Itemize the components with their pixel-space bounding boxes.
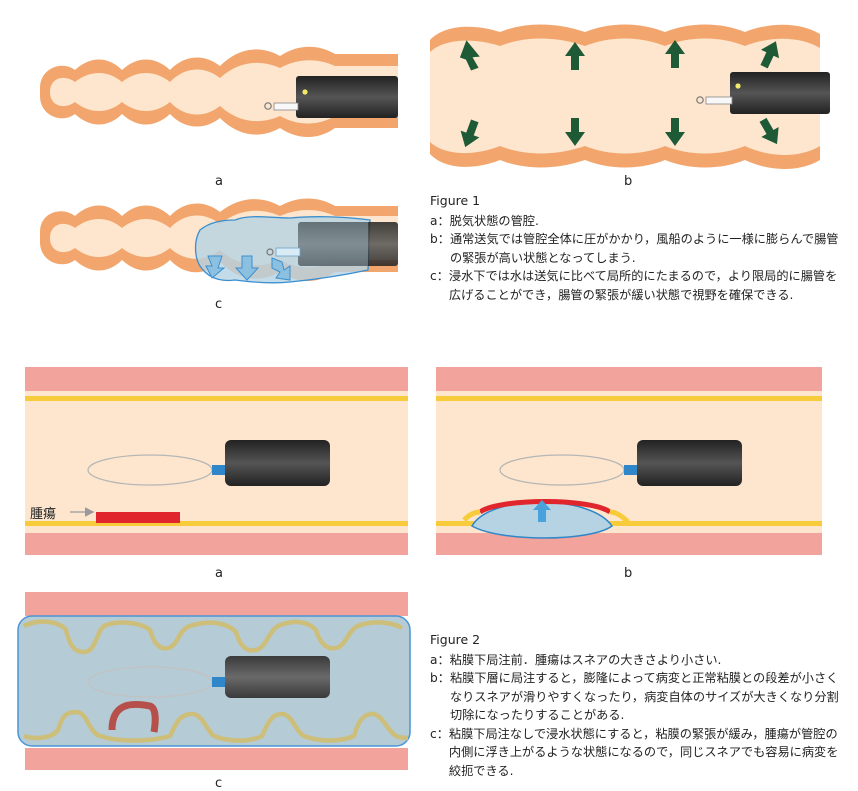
fig1b-arrow-down-3 (665, 118, 685, 146)
fig2a-snare-sheath (212, 465, 228, 475)
fig2-caption-item-b: b： 粘膜下層に局注すると，膨隆によって病変と正常粘膜との段差が小さくなりスネア… (430, 669, 840, 725)
fig2b-mucosa-top (436, 367, 822, 391)
fig1-caption-key-a: a： (430, 213, 450, 228)
fig1b-inflated-lumen (430, 24, 830, 169)
fig1c-water-overlay-scope (298, 222, 368, 266)
fig2-panel-label-a: a (215, 566, 223, 581)
fig1b-snare-tip (696, 96, 704, 104)
fig2-caption-text-a: 粘膜下局注前．腫瘍はスネアの大きさより小さい. (449, 652, 722, 667)
fig1c-snare-sheath (275, 247, 301, 257)
fig2-caption-key-b: b： (430, 671, 450, 685)
fig1c-underwater-lumen (40, 198, 398, 284)
fig1b-arrow-up-4 (760, 41, 780, 69)
fig1a-snare-sheath (273, 102, 299, 111)
fig1a-collapsed-lumen (40, 46, 398, 137)
fig2a-panel (25, 367, 408, 555)
fig2b-lift-arrow (533, 500, 551, 522)
fig1b-scope-body (730, 72, 830, 114)
fig2b-scope (637, 440, 742, 486)
fig1b-arrow-down-2 (565, 118, 585, 146)
fig2c-wavy-mucosa-bottom (23, 709, 409, 743)
fig2b-mucosa-bottom (436, 533, 822, 555)
fig2a-scope (225, 440, 330, 486)
fig1b-arrow-up-1 (459, 40, 480, 71)
fig2b-stripe-bottom (436, 521, 822, 526)
fig2a-mucosa-top (25, 367, 408, 391)
fig1c-snare-tip (266, 248, 274, 256)
fig2b-lifted-mucosa-stripe (462, 509, 630, 524)
fig1-caption-text-b: 通常送気では管腔全体に圧がかかり，風船のように一様に膨らんで腸管の緊張が高い状態… (449, 232, 839, 265)
fig2c-mucosa-bottom (25, 748, 408, 770)
fig2a-mucosa-bottom (25, 533, 408, 555)
fig1-caption-heading: Figure 1 (430, 193, 481, 208)
fig2-caption-text-b: 粘膜下層に局注すると，膨隆によって病変と正常粘膜との段差が小さくなりスネアが滑り… (449, 671, 839, 722)
fig1b-inner-lumen (430, 38, 820, 155)
fig1-caption-item-a: a： 脱気状態の管腔. (430, 212, 840, 231)
fig1b-pressure-arrows (459, 40, 780, 148)
fig1c-arrow-2 (234, 255, 260, 281)
fig2c-mucosa-top (25, 592, 408, 616)
fig1-caption-item-b: b： 通常送気では管腔全体に圧がかかり，風船のように一様に膨らんで腸管の緊張が高… (430, 230, 840, 267)
fig2-caption: Figure 2 a： 粘膜下局注前．腫瘍はスネアの大きさより小さい. b： 粘… (430, 631, 840, 780)
fig1a-snare-tip (264, 102, 272, 110)
fig2a-stripe-bottom (25, 521, 408, 526)
fig2c-wavy-mucosa-top (22, 619, 404, 655)
fig2-caption-heading: Figure 2 (430, 632, 481, 647)
fig2c-snare-sheath (212, 677, 228, 687)
fig2a-tumor (96, 512, 180, 523)
fig1-caption-text-a: 脱気状態の管腔. (449, 213, 539, 228)
fig1c-scope-body (298, 222, 398, 266)
fig1c-arrow-3 (271, 257, 291, 281)
fig2a-stripe-top (25, 396, 408, 401)
fig2-panel-label-b: b (624, 566, 633, 581)
fig2-caption-key-a: a： (430, 652, 450, 667)
fig1-caption: Figure 1 a： 脱気状態の管腔. b： 通常送気では管腔全体に圧がかかり… (430, 192, 840, 304)
fig2c-scope (225, 656, 330, 698)
fig2-caption-item-c: c： 粘膜下局注なしで浸水状態にすると，粘膜の緊張が緩み，腫瘍が管腔の内側に浮き… (430, 725, 840, 781)
fig1-caption-key-c: c： (430, 269, 449, 283)
fig2-caption-key-c: c： (430, 726, 449, 741)
fig1a-scope-body (296, 76, 398, 118)
fig2b-snare-sheath (624, 465, 640, 475)
fig1-panel-label-a: a (215, 174, 223, 189)
fig1-panel-label-b: b (624, 174, 633, 189)
fig1a-scope-light (302, 89, 308, 95)
fig1b-arrow-down-1 (460, 119, 480, 148)
fig2-caption-item-a: a： 粘膜下局注前．腫瘍はスネアの大きさより小さい. (430, 651, 840, 670)
fig1-caption-item-c: c： 浸水下では水は送気に比べて局所的にたまるので，より限局的に腸管を広げること… (430, 267, 840, 304)
fig2-panel-label-c: c (215, 776, 223, 791)
fig2b-panel (436, 367, 822, 555)
fig2c-floating-tumor (108, 700, 159, 733)
fig1-caption-text-c: 浸水下では水は送気に比べて局所的にたまるので，より限局的に腸管を広げることができ… (448, 269, 838, 302)
fig1b-arrow-up-2 (565, 42, 585, 70)
fig1b-arrow-down-4 (759, 117, 779, 145)
fig1b-scope-light (735, 83, 741, 89)
fig2-caption-text-c: 粘膜下局注なしで浸水状態にすると，粘膜の緊張が緩み，腫瘍が管腔の内側に浮き上がる… (448, 726, 839, 778)
fig1c-arrow-1 (205, 255, 226, 279)
fig2c-panel (17, 592, 411, 770)
fig1-panel-label-c: c (215, 297, 223, 312)
fig1b-arrow-up-3 (665, 40, 685, 68)
fig1b-snare-sheath (705, 96, 733, 105)
fig2a-tumor-label: 腫瘍 (30, 507, 57, 522)
fig1-caption-key-b: b： (430, 232, 450, 246)
fig2b-lifted-tumor (478, 499, 612, 515)
fig1c-water-arrows (205, 255, 291, 281)
fig2b-stripe-top (436, 396, 822, 401)
